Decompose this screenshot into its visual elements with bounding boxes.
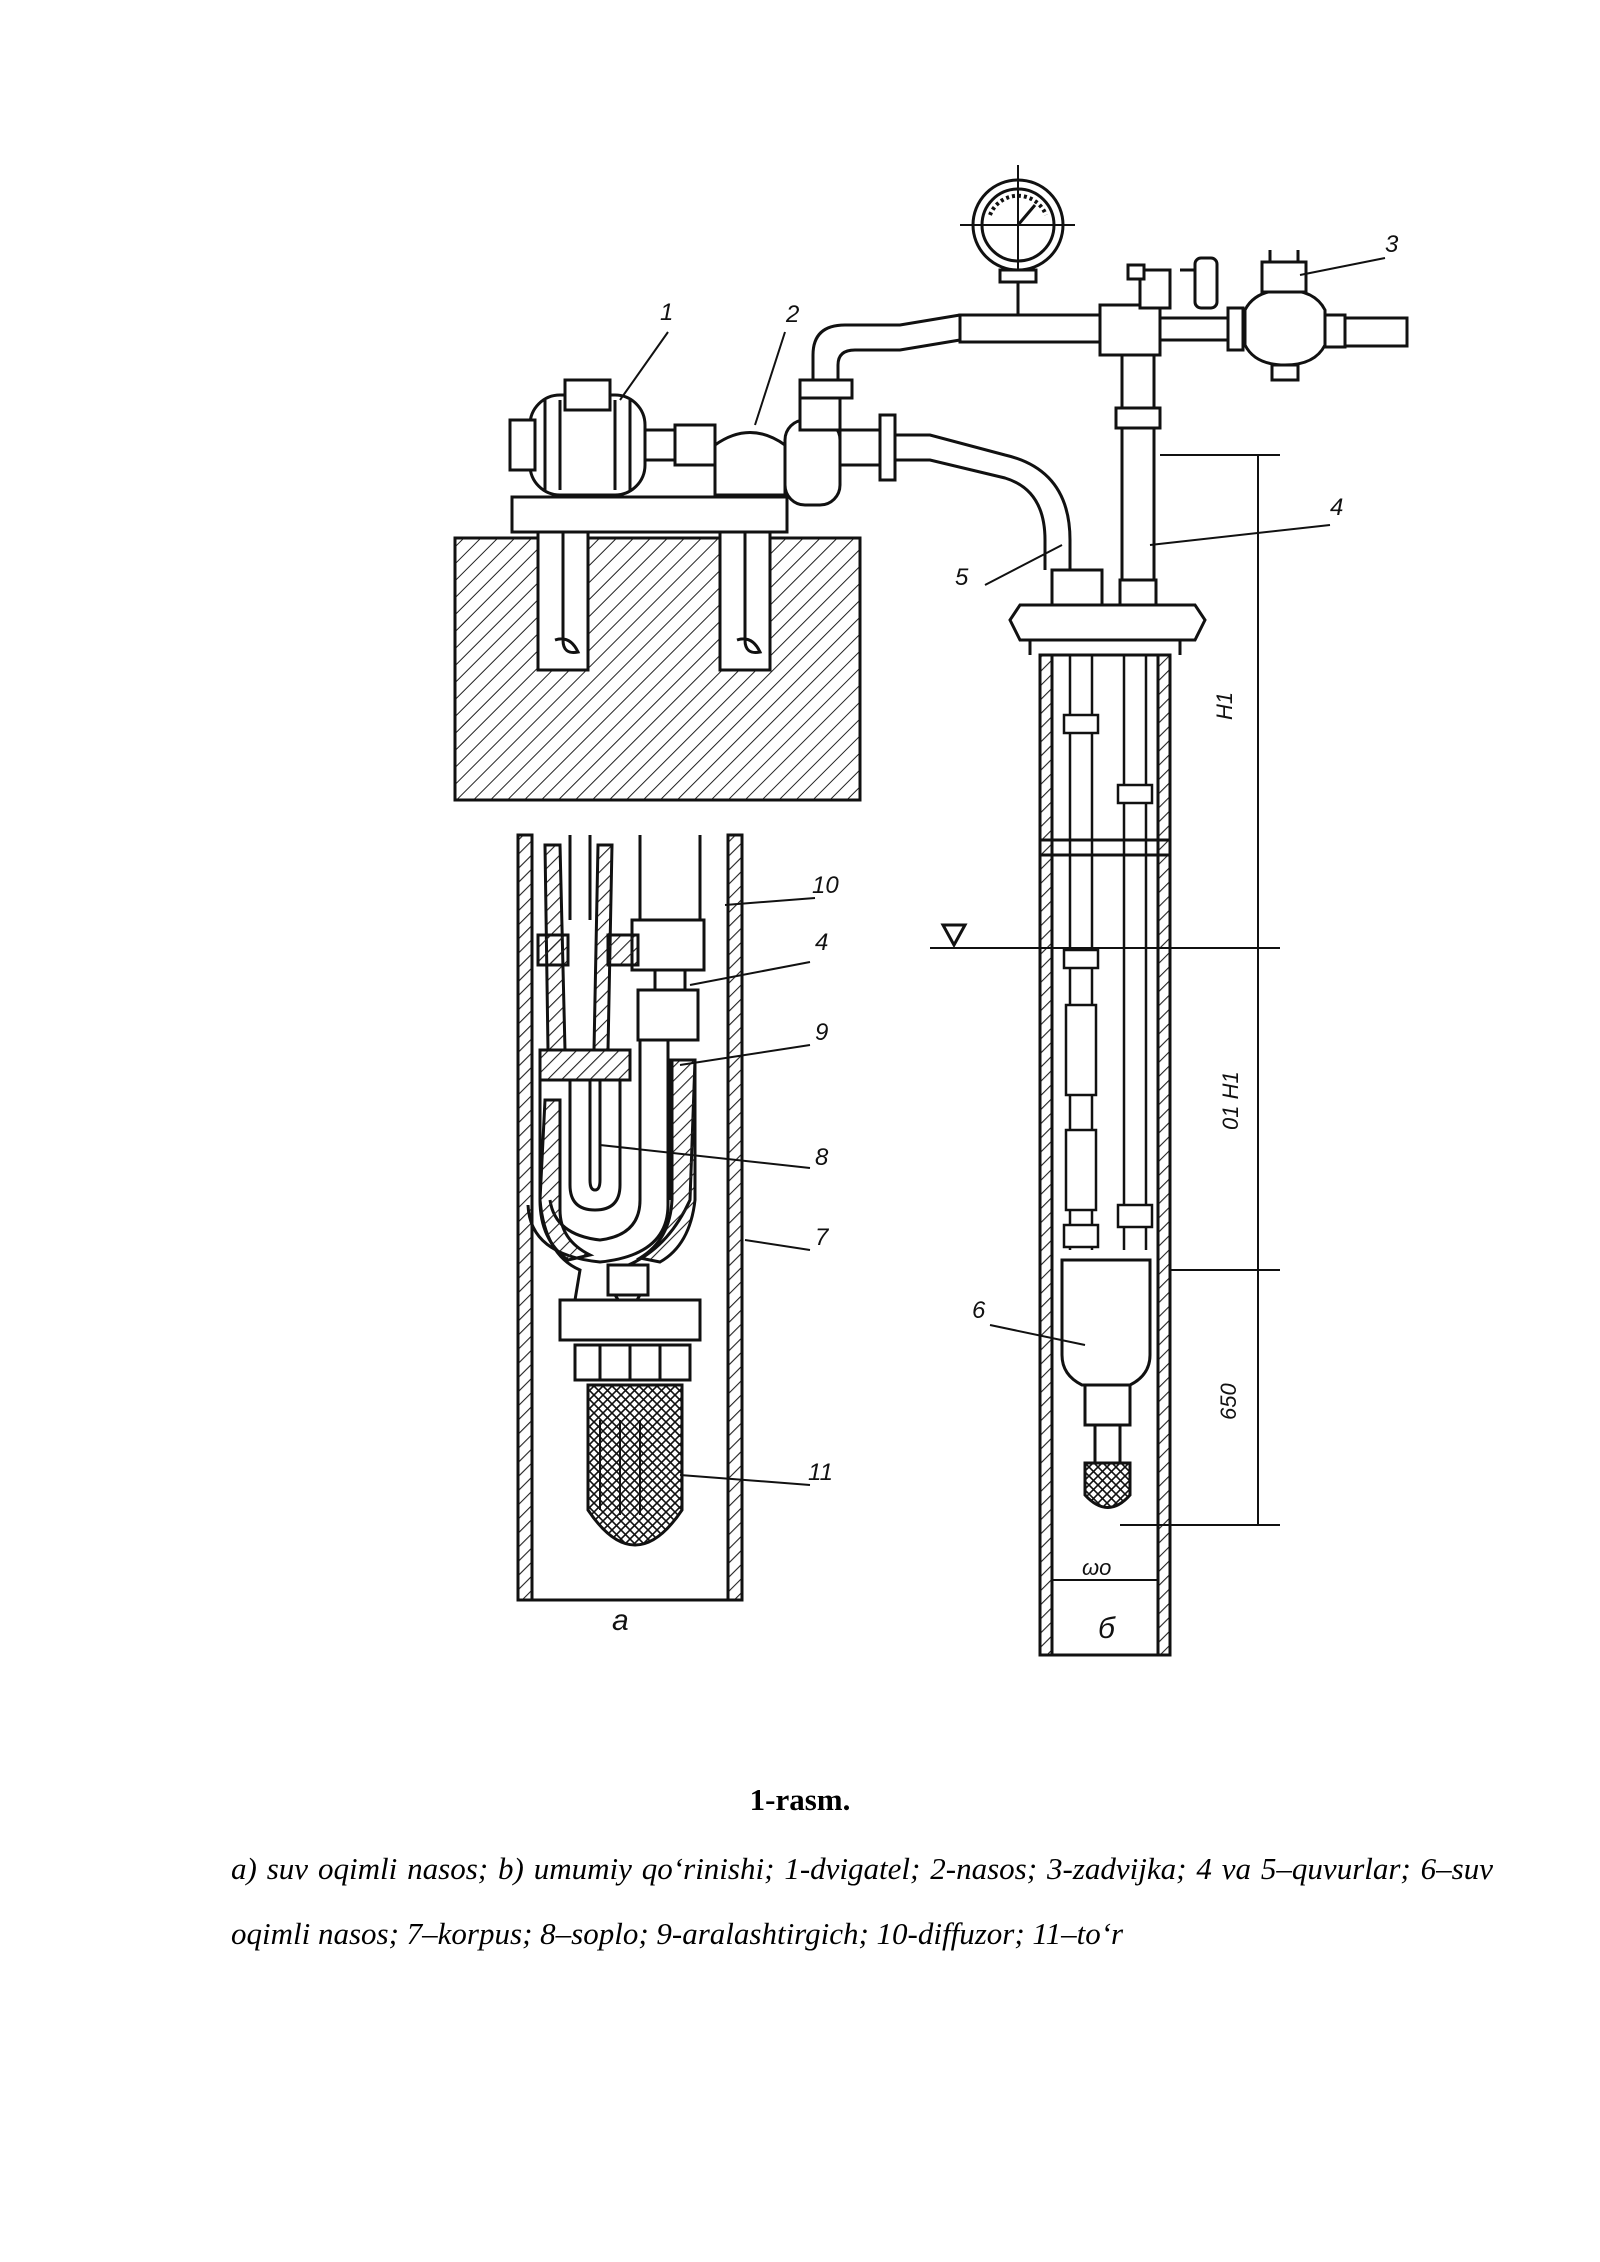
label-10: 10 bbox=[812, 872, 839, 899]
gate-valve bbox=[1243, 250, 1409, 382]
inner-pipes-b bbox=[1062, 655, 1154, 1250]
subfigure-b-label: б bbox=[1098, 1612, 1116, 1645]
motor bbox=[508, 378, 677, 497]
figure-caption-title: 1-rasm. bbox=[749, 1782, 851, 1817]
surface-pump bbox=[713, 383, 897, 507]
label-9: 9 bbox=[815, 1019, 828, 1046]
label-4-top: 4 bbox=[1330, 494, 1343, 521]
label-7: 7 bbox=[815, 1224, 830, 1251]
water-level-mark bbox=[930, 923, 1280, 949]
technical-drawing: 1 2 3 4 5 10 4 9 8 7 11 6 H1 01 H1 650 ω… bbox=[453, 165, 1409, 1657]
manometer bbox=[960, 165, 1075, 315]
top-pipe bbox=[958, 313, 1102, 344]
jet-pump-6 bbox=[1060, 1258, 1152, 1509]
label-1: 1 bbox=[660, 299, 673, 326]
label-4-detail: 4 bbox=[815, 929, 828, 956]
label-11: 11 bbox=[808, 1459, 833, 1486]
pump-riser bbox=[811, 313, 961, 385]
pipe-5 bbox=[895, 433, 1072, 570]
dim-h1: H1 bbox=[1212, 692, 1237, 720]
label-3: 3 bbox=[1385, 231, 1399, 258]
figure-caption-text: a) suv oqimli nasos; b) umumiy qo‘rinish… bbox=[231, 1851, 1493, 1951]
label-6: 6 bbox=[972, 1297, 986, 1324]
well-casing-b bbox=[1038, 653, 1172, 1657]
subfigure-a-label: a bbox=[612, 1604, 629, 1637]
label-5: 5 bbox=[955, 564, 969, 591]
jet-pump-detail bbox=[526, 835, 706, 1547]
dim-01h1: 01 H1 bbox=[1218, 1071, 1243, 1130]
dim-650: 650 bbox=[1216, 1383, 1241, 1420]
well-casing-a bbox=[516, 833, 744, 1602]
leader-lines bbox=[599, 257, 1386, 1486]
small-valve bbox=[1126, 256, 1219, 310]
label-2: 2 bbox=[785, 301, 799, 328]
label-8: 8 bbox=[815, 1144, 829, 1171]
wellhead bbox=[1008, 568, 1207, 657]
pipe-4 bbox=[1120, 353, 1156, 412]
foundation-block bbox=[453, 536, 862, 802]
dim-diameter: ωo bbox=[1082, 1555, 1111, 1580]
motor-base bbox=[510, 495, 789, 534]
dimension-lines bbox=[1052, 454, 1280, 1581]
